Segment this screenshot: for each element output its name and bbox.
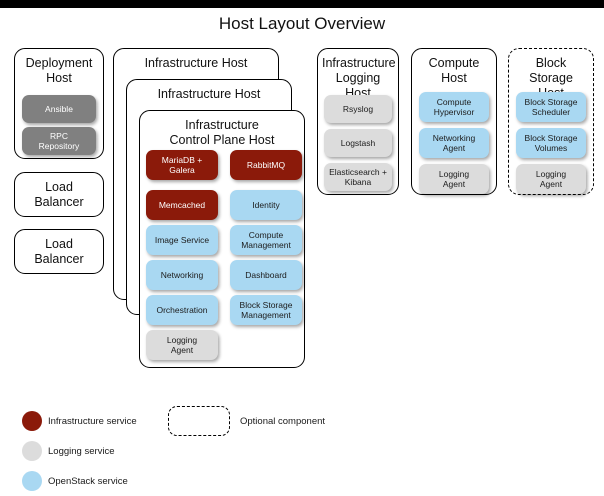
service-chip-block-storage-management[interactable]: Block Storage Management <box>230 295 302 325</box>
service-chip-identity[interactable]: Identity <box>230 190 302 220</box>
legend-swatch-openstack-service <box>22 471 42 491</box>
service-chip-rpc-repository[interactable]: RPC Repository <box>22 127 96 155</box>
service-chip-compute-hypervisor[interactable]: Compute Hypervisor <box>419 92 489 122</box>
host-title-infrastructure-logging: Infrastructure Logging Host <box>322 56 396 100</box>
host-card-load-balancer-2[interactable]: Load Balancer <box>14 229 104 274</box>
host-title-infrastructure-outer: Infrastructure Host <box>144 56 248 70</box>
service-chip-memcached[interactable]: Memcached <box>146 190 218 220</box>
service-chip-dashboard[interactable]: Dashboard <box>230 260 302 290</box>
service-chip-compute-logging-agent[interactable]: Logging Agent <box>419 164 489 194</box>
legend-label-infrastructure-service: Infrastructure service <box>48 416 137 427</box>
service-chip-mariadb-galera[interactable]: MariaDB + Galera <box>146 150 218 180</box>
service-chip-orchestration[interactable]: Orchestration <box>146 295 218 325</box>
host-card-load-balancer-1[interactable]: Load Balancer <box>14 172 104 217</box>
service-chip-block-storage-volumes[interactable]: Block Storage Volumes <box>516 128 586 158</box>
service-chip-rabbitmq[interactable]: RabbitMQ <box>230 150 302 180</box>
legend-label-optional-component: Optional component <box>240 416 326 427</box>
page-title: Host Layout Overview <box>218 14 386 33</box>
legend-swatch-optional-component <box>168 406 230 436</box>
service-chip-block-storage-logging-agent[interactable]: Logging Agent <box>516 164 586 194</box>
host-title-load-balancer-2: Load Balancer <box>34 237 84 266</box>
service-chip-block-storage-scheduler[interactable]: Block Storage Scheduler <box>516 92 586 122</box>
host-title-compute: Compute Host <box>428 56 480 85</box>
service-chip-compute-management[interactable]: Compute Management <box>230 225 302 255</box>
host-title-deployment: Deployment Host <box>25 56 93 85</box>
service-chip-networking[interactable]: Networking <box>146 260 218 290</box>
host-title-load-balancer-1: Load Balancer <box>34 180 84 209</box>
legend-swatch-infrastructure-service <box>22 411 42 431</box>
service-chip-image-service[interactable]: Image Service <box>146 225 218 255</box>
service-chip-networking-agent[interactable]: Networking Agent <box>419 128 489 158</box>
top-black-bar <box>0 0 604 8</box>
legend-label-logging-service: Logging service <box>48 446 115 457</box>
host-title-infrastructure-control-plane: Infrastructure Control Plane Host <box>169 118 275 147</box>
legend-swatch-logging-service <box>22 441 42 461</box>
service-chip-logstash[interactable]: Logstash <box>324 129 392 157</box>
legend-label-openstack-service: OpenStack service <box>48 476 128 487</box>
service-chip-rsyslog[interactable]: Rsyslog <box>324 95 392 123</box>
host-title-infrastructure-middle: Infrastructure Host <box>157 87 261 101</box>
service-chip-ansible[interactable]: Ansible <box>22 95 96 123</box>
service-chip-control-plane-logging-agent[interactable]: Logging Agent <box>146 330 218 360</box>
service-chip-elasticsearch-kibana[interactable]: Elasticsearch + Kibana <box>324 163 392 191</box>
